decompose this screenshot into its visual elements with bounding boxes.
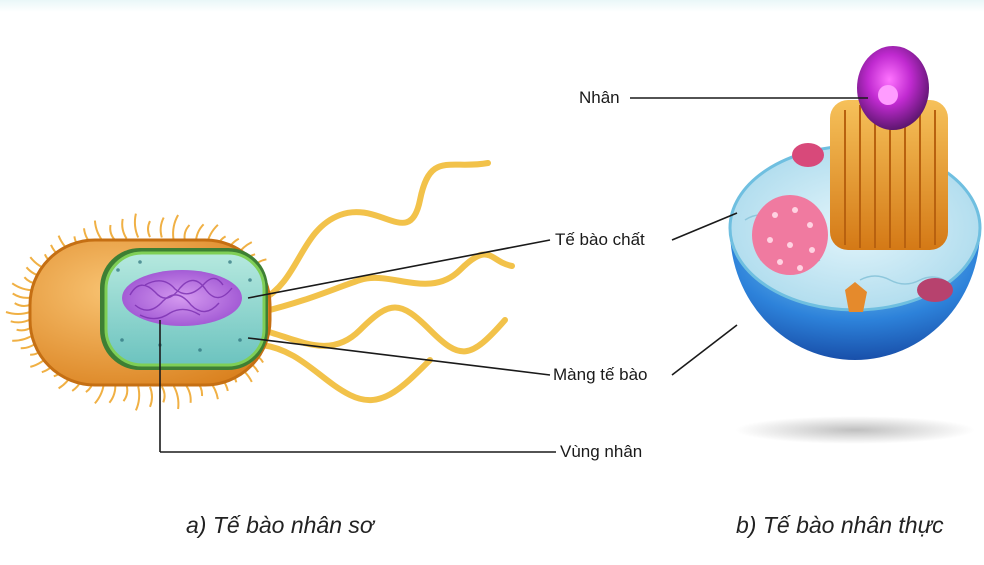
endoplasmic-reticulum <box>752 195 828 275</box>
caption-prokaryote: a) Tế bào nhân sơ <box>186 511 374 539</box>
pilus <box>185 225 190 240</box>
pilus <box>124 385 128 401</box>
caption-eukaryote: b) Tế bào nhân thực <box>736 511 944 539</box>
nucleoid-region <box>122 270 242 326</box>
pilus <box>173 385 178 409</box>
label-nucleus: Nhân <box>579 88 620 108</box>
pilus <box>122 219 126 239</box>
pilus <box>11 319 31 322</box>
eukaryote-cell <box>730 46 980 444</box>
pilus <box>148 221 150 237</box>
prokaryote-cell <box>6 163 512 410</box>
pilus <box>161 218 164 238</box>
pilus <box>136 387 139 411</box>
flagella <box>262 163 512 400</box>
pilus <box>6 312 30 314</box>
label-nuclear-region: Vùng nhân <box>560 442 642 462</box>
pilus <box>185 384 191 403</box>
pilus <box>109 384 115 403</box>
pilus <box>150 387 152 407</box>
pilus <box>173 215 178 239</box>
eukaryote-nucleus <box>857 46 929 130</box>
pilus <box>110 225 115 240</box>
pilus <box>162 387 165 403</box>
pilus <box>135 214 138 238</box>
label-cell-membrane: Màng tế bào <box>553 365 648 385</box>
pilus <box>15 303 31 306</box>
label-cytoplasm: Tế bào chất <box>555 230 645 250</box>
